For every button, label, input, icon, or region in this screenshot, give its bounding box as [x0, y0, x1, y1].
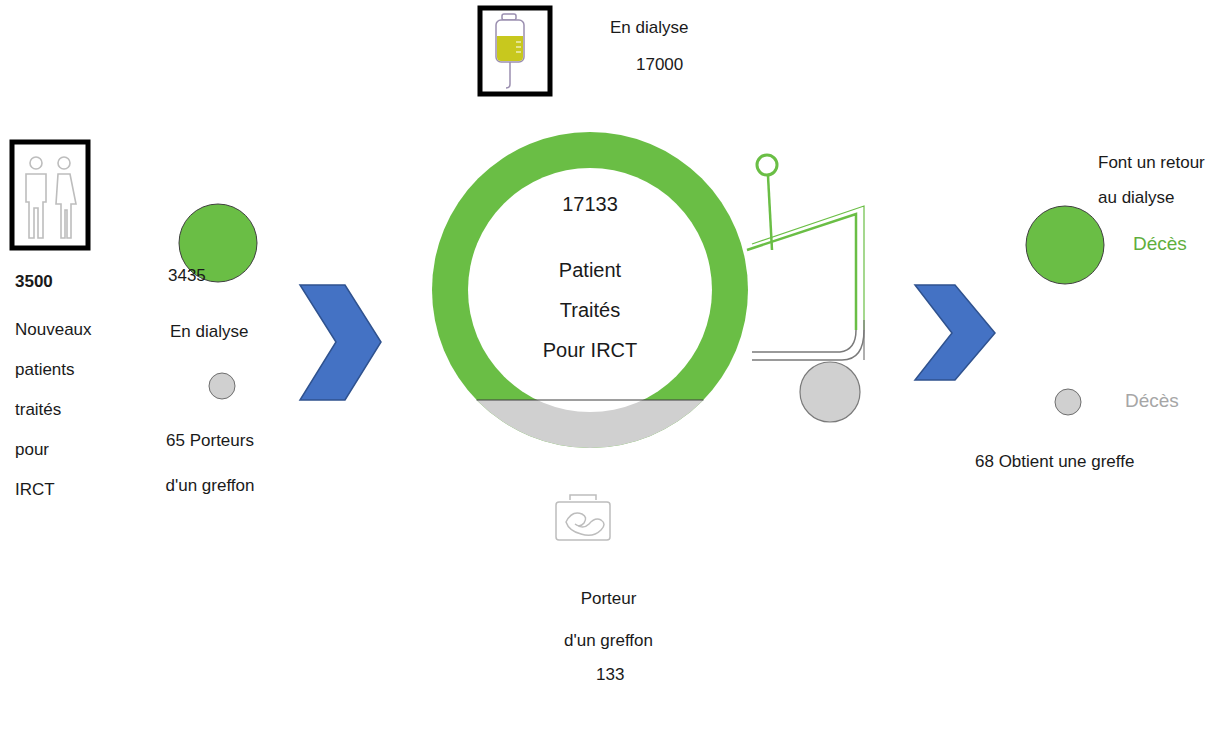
kidney-icon [556, 495, 610, 540]
people-icon [26, 157, 76, 238]
total-count: 3500 [15, 272, 53, 292]
node-subtext: Patient Traités Pour IRCT [540, 250, 640, 370]
node-text: Décès [1125, 390, 1179, 413]
dialysis-caption: En dialyse [610, 18, 688, 38]
node-subtext: En dialyse [170, 322, 248, 342]
flow-chevron [915, 285, 995, 380]
ring-shape [430, 130, 750, 450]
people-icon-frame [12, 142, 88, 248]
dialysis-circle: 3435En dialyse [178, 203, 258, 283]
circle-shape [1054, 388, 1082, 416]
circle-shape [208, 372, 236, 400]
node-text: Font un retour au dialyse [1098, 145, 1213, 215]
graft-outcome-circle: Décès68 Obtient une greffe [1054, 388, 1082, 416]
patients-ring: 17133Patient Traités Pour IRCT [430, 130, 750, 450]
graft-circle: 65 Porteurs d'un greffon [208, 372, 236, 400]
stethoscope [747, 155, 864, 422]
node-subtext: 68 Obtient une greffe [975, 452, 1134, 472]
node-text: 3435 [168, 266, 206, 286]
node-text: 65 Porteurs d'un greffon [150, 418, 270, 508]
node-subtext: Décès [1133, 233, 1187, 256]
new-patients-caption: Nouveaux patients traités pour IRCT [15, 310, 92, 510]
graft-caption: Porteur d'un greffon [563, 578, 654, 662]
dialysis-bag-icon [496, 14, 524, 88]
dialysis-count: 17000 [636, 55, 683, 75]
dialysis-icon-frame [480, 8, 550, 94]
node-text: 17133 [430, 192, 750, 216]
circle-shape [1025, 205, 1105, 285]
return-dialysis-circle: Font un retour au dialyseDécès [1025, 205, 1105, 285]
graft-count: 133 [596, 665, 624, 685]
flow-chevron [300, 285, 381, 400]
